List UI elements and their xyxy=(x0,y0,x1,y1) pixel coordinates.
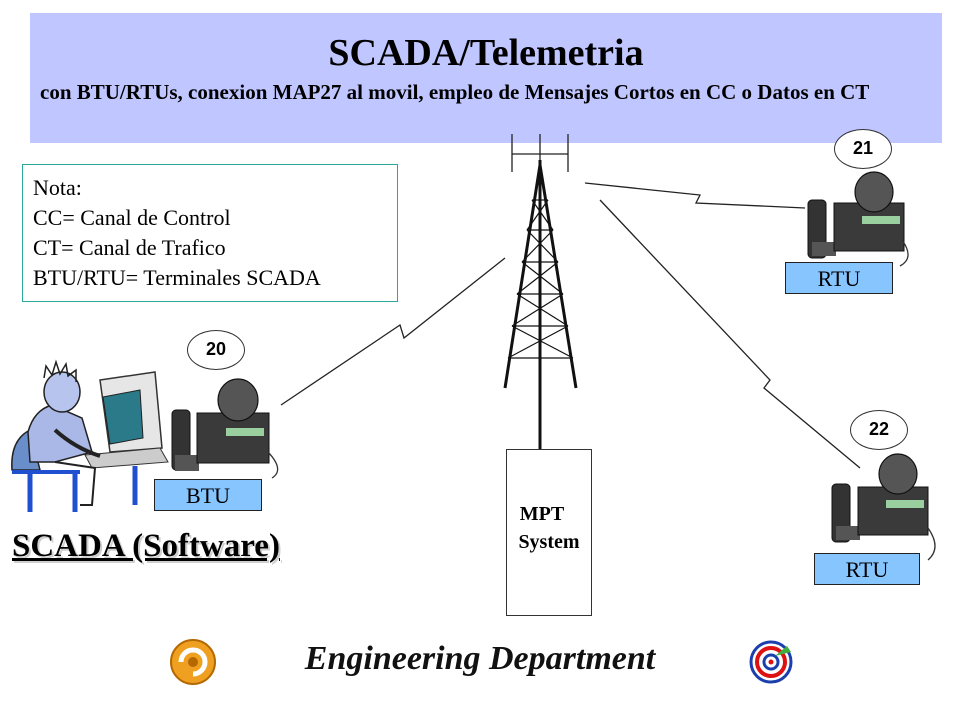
device-id-badge: 20 xyxy=(187,330,245,370)
device-id-badge: 21 xyxy=(834,129,892,169)
link-btu-tower xyxy=(280,257,506,406)
link-tower-rtu22 xyxy=(599,199,861,469)
rtu-label: RTU xyxy=(814,553,920,585)
note-box: Nota: CC= Canal de Control CT= Canal de … xyxy=(22,164,398,302)
page-subtitle: con BTU/RTUs, conexion MAP27 al movil, e… xyxy=(40,80,870,104)
note-line: BTU/RTU= Terminales SCADA xyxy=(33,265,321,290)
page-title: SCADA/Telemetria xyxy=(328,32,644,74)
mpt-label-line1: MPT xyxy=(519,503,565,525)
note-line: Nota: xyxy=(33,175,82,200)
radio-rtu22-icon xyxy=(831,453,936,561)
btu-label: BTU xyxy=(154,479,262,511)
radio-btu-icon xyxy=(171,378,279,479)
link-tower-rtu21 xyxy=(584,182,806,209)
device-id-badge: 22 xyxy=(850,410,908,450)
mpt-label-line2: System xyxy=(518,531,580,553)
scada-software-label: SCADA (Software) xyxy=(12,528,280,564)
condor-logo xyxy=(170,639,216,685)
header-banner: SCADA/Telemetria con BTU/RTUs, conexion … xyxy=(30,13,942,143)
note-line: CT= Canal de Trafico xyxy=(33,235,226,260)
rtu-label: RTU xyxy=(785,262,893,294)
operator-computer-icon xyxy=(11,359,169,512)
footer-title: Engineering Department xyxy=(304,640,656,677)
radio-tower-icon xyxy=(503,160,578,450)
note-line: CC= Canal de Control xyxy=(33,205,231,230)
target-logo xyxy=(749,640,793,684)
radio-rtu21-icon xyxy=(807,171,909,267)
mpt-system-box xyxy=(506,449,592,616)
mpt-system-label: MPT System xyxy=(506,500,592,556)
